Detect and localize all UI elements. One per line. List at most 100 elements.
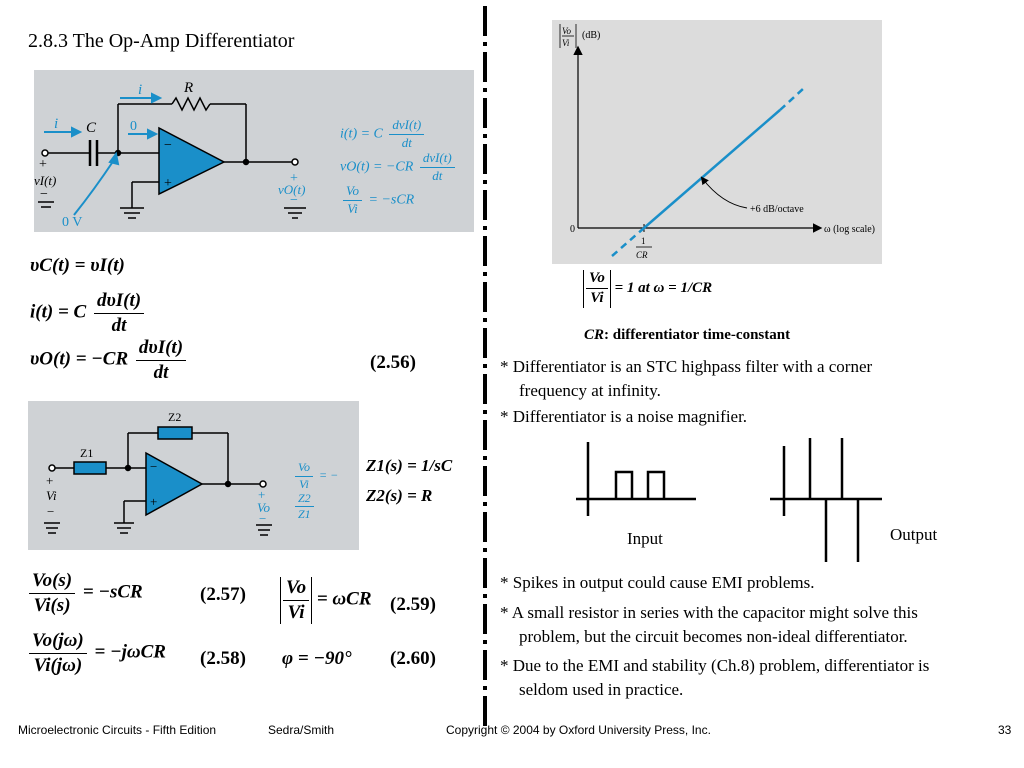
- eq-output: υO(t) = −CR dυI(t)dt: [30, 337, 189, 384]
- input-pulse-1: [614, 470, 634, 499]
- bode-corner-den: CR: [636, 250, 648, 260]
- footer-book: Microelectronic Circuits - Fifth Edition: [18, 723, 217, 737]
- c2-tf-rhs: = −: [319, 468, 339, 483]
- eq-z1: Z1(s) = 1/sC: [366, 456, 453, 475]
- bullet-5-line-2: seldom used in practice.: [519, 680, 684, 699]
- bode-x-label: ω (log scale): [824, 224, 875, 235]
- input-minus: −: [40, 187, 48, 202]
- eq-number-2-58: (2.58): [200, 648, 246, 669]
- current-label-top: i: [138, 82, 142, 98]
- eq2-den: dt: [432, 167, 443, 183]
- eq-2-57-rhs: = −sCR: [82, 581, 143, 603]
- bode-plot: 0 +6 dB/octave ω (log scale) 1 CR Vo Vi …: [559, 24, 875, 260]
- bode-y-num: Vo: [562, 26, 572, 36]
- differentiator-circuit-figure: i i R C 0 + vI(t) − 0 V − + + vO(t) − i(…: [34, 70, 474, 232]
- eq-output-den: dt: [153, 361, 169, 383]
- output-plus: +: [290, 171, 298, 186]
- c2-tf-den: Vi: [299, 476, 309, 491]
- eq1-num: dvI(t): [389, 117, 425, 135]
- eq-current-num: dυI(t): [93, 290, 145, 314]
- generalized-schematic: Z2 Z1 + Vi − − + + Vo −: [44, 410, 272, 536]
- capacitor-label: C: [86, 120, 97, 136]
- eq-number-2-56: (2.56): [370, 352, 416, 373]
- eq-number-2-57: (2.57): [200, 584, 246, 605]
- bode-corner-num: 1: [641, 236, 646, 246]
- eq2-lhs: vO(t) = −CR: [340, 159, 414, 175]
- circuit1-equations: i(t) = C dvI(t)dt vO(t) = −CR dvI(t)dt V…: [340, 117, 458, 217]
- eq-number-2-59: (2.59): [390, 594, 436, 615]
- page-number: 33: [998, 723, 1012, 737]
- eq-z2: Z2(s) = R: [366, 486, 433, 505]
- eq-number-2-60: (2.60): [390, 648, 436, 669]
- eq-2-57: Vo(s)Vi(s) = −sCR: [26, 570, 143, 617]
- bode-y-den: Vi: [562, 38, 570, 48]
- eq-2-57-num: Vo(s): [29, 570, 76, 594]
- waveform-figure: [576, 438, 882, 562]
- circuit1-eq-output: vO(t) = −CR dvI(t)dt: [340, 150, 458, 184]
- z2-label: Z2: [168, 410, 181, 424]
- waveform-output-label: Output: [890, 525, 938, 544]
- eq-2-59-rhs: = ωCR: [316, 588, 372, 610]
- c2-tf-num2: Z2: [295, 491, 314, 508]
- c2-output-vo: Vo: [257, 500, 271, 515]
- z1-label: Z1: [80, 446, 93, 460]
- eq1-den: dt: [401, 134, 412, 150]
- bullet-noise-magnifier: * Differentiator is a noise magnifier.: [500, 405, 1010, 429]
- eq-2-59-den: Vi: [287, 601, 305, 623]
- opamp-plus: +: [164, 176, 172, 191]
- c2-input-minus: −: [47, 504, 54, 519]
- eq-current: i(t) = C dυI(t)dt: [30, 290, 147, 337]
- unity-rhs: = 1 at ω = 1/CR: [614, 280, 713, 297]
- c2-tf-num: Vo: [295, 460, 313, 477]
- bullet-3-line-1: * Spikes in output could cause EMI probl…: [500, 573, 815, 592]
- bode-plot-figure: 0 +6 dB/octave ω (log scale) 1 CR Vo Vi …: [552, 20, 882, 264]
- footer-authors: Sedra/Smith: [268, 723, 335, 737]
- bullet-stc-highpass: * Differentiator is an STC highpass filt…: [500, 355, 1010, 403]
- unity-num: Vo: [586, 270, 608, 290]
- bullet-emi: * Spikes in output could cause EMI probl…: [500, 571, 1010, 595]
- waveform-input-label: Input: [627, 529, 663, 548]
- eq1-lhs: i(t) = C: [340, 126, 383, 142]
- c2-input-vi: Vi: [46, 488, 57, 503]
- input-voltage-label: vI(t): [34, 173, 56, 188]
- eq-2-57-den: Vi(s): [33, 594, 71, 616]
- eq-2-58-den: Vi(jω): [33, 654, 83, 676]
- bullet-seldom-used: * Due to the EMI and stability (Ch.8) pr…: [500, 654, 1015, 702]
- eq-vc: υC(t) = υI(t): [30, 255, 125, 276]
- zero-volt-label: 0 V: [62, 215, 82, 230]
- c2-tf-den2: Z1: [298, 507, 311, 522]
- eq-current-den: dt: [111, 314, 127, 336]
- eq-2-58-rhs: = −jωCR: [94, 641, 166, 663]
- opamp-minus: −: [164, 138, 172, 153]
- bode-line-solid: [643, 109, 781, 229]
- eq3-num: Vo: [343, 183, 362, 201]
- eq2-num: dvI(t): [419, 150, 455, 168]
- time-constant-text: : differentiator time-constant: [604, 327, 791, 343]
- resistor-label: R: [183, 80, 193, 96]
- output-minus: −: [290, 193, 298, 208]
- eq-2-58: Vo(jω)Vi(jω) = −jωCR: [26, 630, 166, 677]
- bullet-1-line-1: * Differentiator is an STC highpass filt…: [500, 357, 873, 376]
- bullet-1-line-2: frequency at infinity.: [519, 381, 661, 400]
- bode-origin-label: 0: [570, 224, 575, 235]
- eq-2-60: φ = −90°: [282, 648, 352, 669]
- footer-copyright: Copyright © 2004 by Oxford University Pr…: [446, 723, 711, 737]
- bullet-small-resistor: * A small resistor in series with the ca…: [500, 601, 1010, 649]
- bullet-2-line-1: * Differentiator is a noise magnifier.: [500, 407, 748, 426]
- input-plus: +: [39, 157, 47, 172]
- bode-line-dashed-high: [779, 87, 805, 111]
- c2-input-plus: +: [46, 473, 53, 488]
- eq-2-59-num: Vo: [283, 577, 310, 601]
- eq3-den: Vi: [347, 200, 358, 216]
- current-label-in: i: [54, 116, 58, 132]
- c2-output-minus: −: [259, 511, 266, 526]
- eq-current-lhs: i(t) = C: [30, 301, 87, 323]
- vertical-divider: [483, 6, 487, 726]
- c2-output-plus: +: [258, 487, 265, 502]
- time-constant-symbol: CR: [584, 327, 605, 343]
